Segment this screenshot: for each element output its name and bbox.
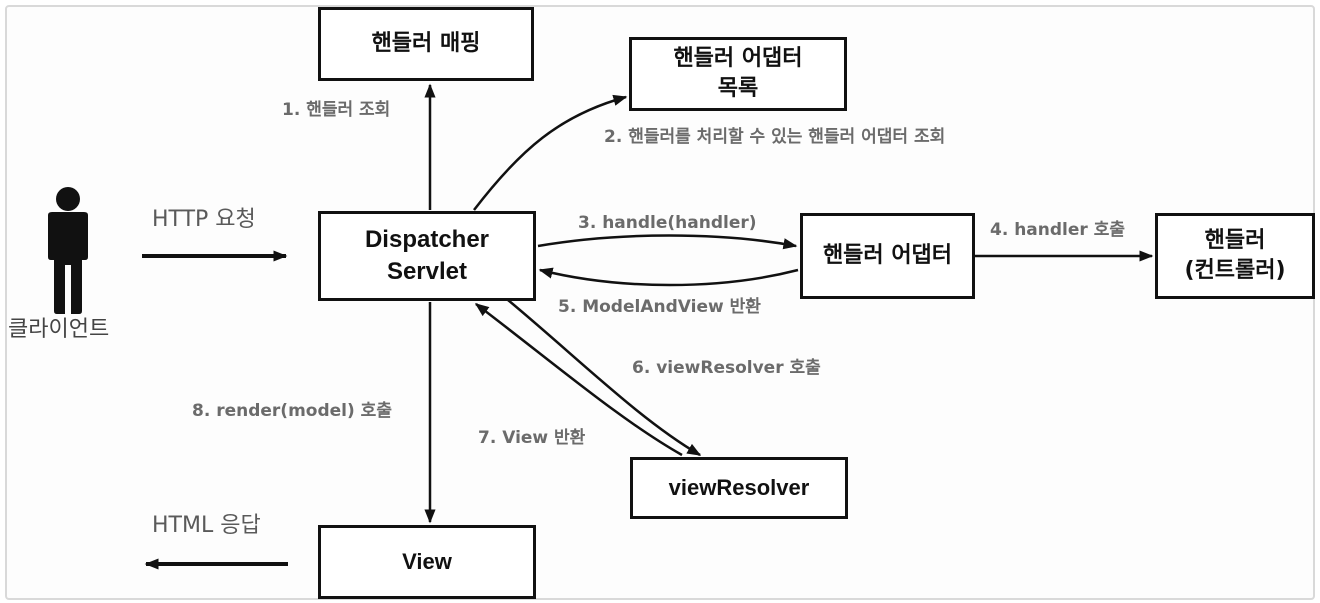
step2-label: 2. 핸들러를 처리할 수 있는 핸들러 어댑터 조회 — [604, 127, 946, 147]
person-icon — [48, 187, 88, 314]
view-box: View — [318, 525, 536, 599]
handler-adapter-list-box: 핸들러 어댑터 목록 — [629, 37, 847, 111]
step2-arrow — [473, 94, 628, 211]
step7-label: 7. View 반환 — [478, 428, 586, 448]
step8-label: 8. render(model) 호출 — [192, 401, 392, 421]
http-request-label: HTTP 요청 — [152, 207, 256, 232]
step3-label: 3. handle(handler) — [578, 213, 757, 233]
client-label: 클라이언트 — [8, 317, 110, 342]
view-resolver-box: viewResolver — [630, 457, 848, 519]
step6-label: 6. viewResolver 호출 — [632, 358, 821, 378]
step7-arrow — [474, 303, 683, 457]
step6-arrow — [507, 299, 702, 457]
html-response-label: HTML 응답 — [152, 513, 261, 538]
step3-arrow — [537, 234, 798, 250]
dispatcher-servlet-box: Dispatcher Servlet — [318, 211, 536, 301]
step5-arrow — [538, 267, 799, 287]
handler-controller-box: 핸들러 (컨트롤러) — [1155, 213, 1315, 299]
step4-label: 4. handler 호출 — [990, 220, 1125, 240]
handler-adapter-box: 핸들러 어댑터 — [800, 213, 975, 299]
step1-label: 1. 핸들러 조회 — [282, 100, 391, 120]
handler-mapping-box: 핸들러 매핑 — [318, 7, 534, 81]
step5-label: 5. ModelAndView 반환 — [558, 297, 761, 317]
